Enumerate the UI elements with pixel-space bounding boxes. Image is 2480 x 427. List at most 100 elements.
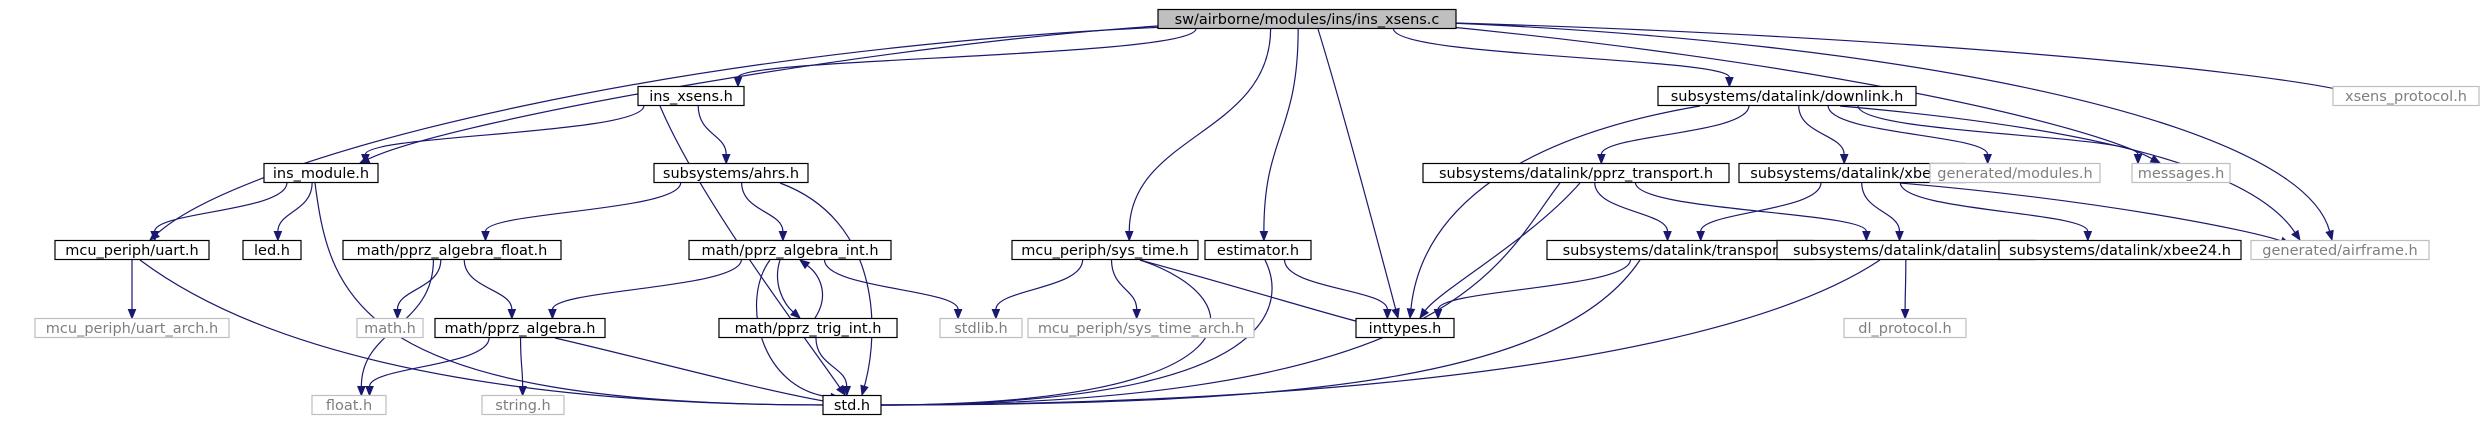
node-label: dl_protocol.h [1858,321,1951,337]
node-label: xsens_protocol.h [2345,89,2467,105]
arrowhead [1900,309,1910,320]
arrowhead [2291,229,2301,242]
node-stdlib-h: stdlib.h [939,317,1023,339]
arrowhead [860,384,869,397]
edge-root-to-inttypes-h [1317,28,1400,320]
arrowhead [548,309,557,320]
edge-root-to-ins-xsens-h [733,28,1197,88]
node-box [2332,85,2480,107]
dependency-edges [127,21,2352,410]
node-root[interactable]: sw/airborne/modules/ins/ins_xsens.c [1157,8,1457,30]
node-box [54,239,210,261]
arrowhead [393,309,402,320]
node-sys-time-arch-h: mcu_periph/sys_time_arch.h [1027,317,1255,339]
edge-algebra-h-to-float-h [365,337,490,397]
arrowhead [365,386,374,397]
node-label: math/pprz_algebra_float.h [357,243,548,259]
arrowhead [1983,154,1992,165]
node-label: mcu_periph/sys_time.h [1021,243,1188,259]
arrowhead [953,309,963,320]
edge-downlink-h-to-xbee-h [1798,105,1849,165]
node-float-h: float.h [311,394,387,416]
node-label: string.h [495,398,550,414]
arrowhead [1862,231,1871,242]
arrowhead [1663,231,1672,242]
node-label: float.h [326,398,372,414]
node-box [653,162,809,184]
edge-root-to-downlink-h [1392,28,1734,88]
node-box [34,317,230,339]
node-estimator-h[interactable]: estimator.h [1204,239,1312,261]
edge-algebra-int-h-to-trig-int-h [776,259,802,319]
node-algebra-float-h[interactable]: math/pprz_algebra_float.h [342,239,562,261]
node-label: messages.h [2138,166,2225,182]
edge-algebra-h-to-string-h [518,337,527,397]
edge-algebra-float-h-to-math-h [393,259,442,320]
node-ahrs-h[interactable]: subsystems/ahrs.h [653,162,809,184]
node-xsens-protocol-h: xsens_protocol.h [2332,85,2480,107]
edge-root-to-ins-module-h [358,23,1191,164]
edge-algebra-int-h-to-algebra-h [548,259,742,320]
node-trig-int-h[interactable]: math/pprz_trig_int.h [718,317,898,339]
dependency-nodes: sw/airborne/modules/ins/ins_xsens.c ins_x… [34,8,2480,416]
node-box [311,394,387,416]
edge-ahrs-h-to-std-h [779,182,873,397]
edge-pprz-transport-h-to-inttypes-h [1419,182,1581,320]
arrowhead [1895,231,1904,242]
arrowhead [1596,154,1606,165]
node-datalink-h[interactable]: subsystems/datalink/datalink.h [1776,239,2036,261]
node-algebra-h[interactable]: math/pprz_algebra.h [434,317,606,339]
node-sys-time-h[interactable]: mcu_periph/sys_time.h [1011,239,1199,261]
edge-pprz-transport-h-to-datalink-h [1634,182,1871,242]
arrowhead [1132,309,1142,320]
node-label: sw/airborne/modules/ins/ins_xsens.c [1175,12,1440,28]
node-label: subsystems/ahrs.h [663,166,799,182]
edge-algebra-float-h-to-algebra-h [463,259,517,320]
node-label: subsystems/datalink/datalink.h [1793,243,2019,259]
edge-xbee-h-to-datalink-h [1861,182,1904,242]
node-algebra-int-h[interactable]: math/pprz_algebra_int.h [688,239,892,261]
edge-downlink-h-to-messages-h [1857,105,2143,165]
node-xbee-h[interactable]: subsystems/datalink/xbee.h [1738,162,1966,184]
arrowhead [2149,154,2162,164]
node-box [1929,162,2101,184]
node-box [2250,239,2430,261]
edge-trig-int-h-to-std-h [815,337,852,397]
node-inttypes-h[interactable]: inttypes.h [1355,317,1455,339]
node-box [1998,239,2242,261]
node-airframe-h: generated/airframe.h [2250,239,2430,261]
edge-downlink-h-to-inttypes-h [1406,105,1701,320]
arrowhead [1124,231,1134,242]
arrowhead [150,231,160,242]
node-box [1157,8,1457,30]
edge-downlink-h-to-generated-modules-h [1827,105,1992,165]
arrowhead [1839,154,1849,165]
arrowhead [1259,231,1269,242]
arrowhead [518,386,527,397]
node-pprz-transport-h[interactable]: subsystems/datalink/pprz_transport.h [1422,162,1730,184]
node-string-h: string.h [481,394,565,416]
node-box [1204,239,1312,261]
node-label: ins_xsens.h [649,89,733,105]
edge-root-to-estimator-h [1259,28,1299,242]
edge-ahrs-h-to-algebra-float-h [481,182,682,242]
node-uart-h[interactable]: mcu_periph/uart.h [54,239,210,261]
node-ins-module-h[interactable]: ins_module.h [263,162,379,184]
node-transport-h[interactable]: subsystems/datalink/transport.h [1546,239,1814,261]
node-xbee24-h[interactable]: subsystems/datalink/xbee24.h [1998,239,2242,261]
edge-root-to-xsens-protocol-h [1419,21,2352,95]
node-box [939,317,1023,339]
arrowhead [789,308,802,319]
node-downlink-h[interactable]: subsystems/datalink/downlink.h [1657,85,1917,107]
node-led-h[interactable]: led.h [242,239,302,261]
node-std-h[interactable]: std.h [822,394,882,416]
node-label: mcu_periph/uart.h [65,243,198,259]
edge-ins-xsens-h-to-ahrs-h [697,105,731,165]
node-ins-xsens-h[interactable]: ins_xsens.h [637,85,745,107]
edge-downlink-h-to-pprz-transport-h [1596,105,1750,165]
edge-sys-time-h-to-stdlib-h [991,259,1084,320]
node-generated-modules-h: generated/modules.h [1929,162,2101,184]
arrowhead [991,309,1001,320]
node-label: subsystems/datalink/xbee24.h [2009,243,2231,259]
edge-ins-module-h-to-uart-h [150,182,288,242]
